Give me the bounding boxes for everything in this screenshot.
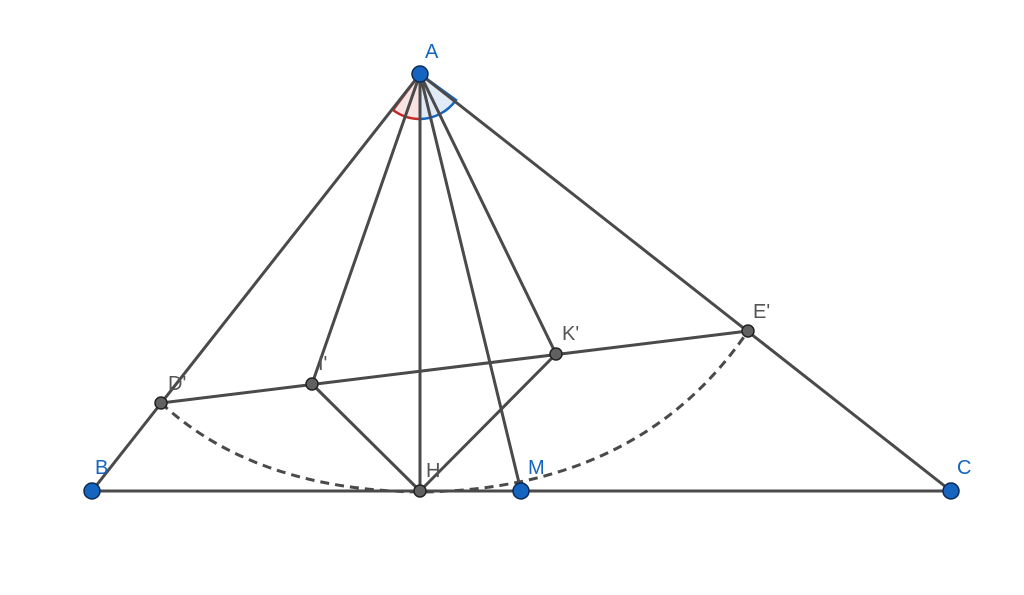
dashed-arc xyxy=(159,330,750,494)
label-k: K' xyxy=(562,323,579,345)
point-b[interactable] xyxy=(83,482,101,500)
segment-am xyxy=(418,72,523,493)
segment-ak xyxy=(418,72,558,356)
segment-ab xyxy=(90,72,422,493)
segment-ac xyxy=(418,72,953,493)
label-c: C xyxy=(957,457,971,479)
segment-de xyxy=(159,329,750,405)
point-d[interactable] xyxy=(154,396,168,410)
label-b: B xyxy=(95,457,108,479)
label-i: I' xyxy=(318,353,327,375)
segment-kh xyxy=(418,352,558,493)
segment-ai xyxy=(310,72,422,386)
point-c[interactable] xyxy=(942,482,960,500)
label-m: M xyxy=(528,457,545,479)
label-a: A xyxy=(425,41,439,63)
label-d: D' xyxy=(168,373,186,395)
point-a[interactable] xyxy=(411,65,429,83)
point-k[interactable] xyxy=(549,347,563,361)
point-h[interactable] xyxy=(413,484,427,498)
point-i[interactable] xyxy=(305,377,319,391)
label-h: H xyxy=(426,460,440,482)
segment-ih xyxy=(310,382,422,493)
label-e: E' xyxy=(753,301,770,323)
point-m[interactable] xyxy=(512,482,530,500)
point-e[interactable] xyxy=(741,324,755,338)
